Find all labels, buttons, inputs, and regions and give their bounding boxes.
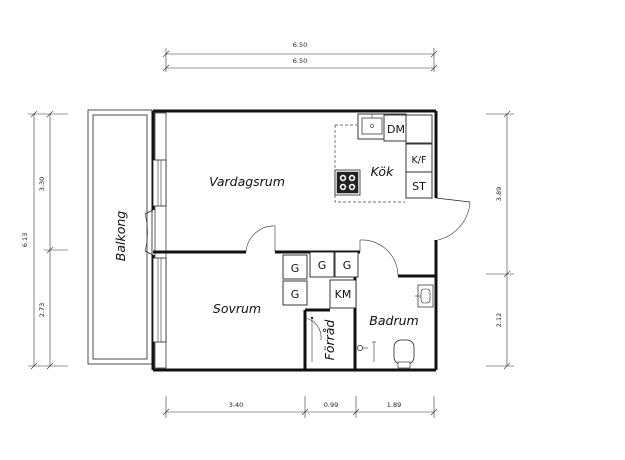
wardrobe-label-3: G	[318, 259, 327, 272]
dim-left-total: 6.13	[21, 233, 29, 247]
dim-bottom-right: 1.89	[387, 401, 401, 409]
room-label-balcony: Balkong	[113, 211, 128, 262]
dim-right-lower: 2.12	[495, 313, 503, 327]
storage-door	[304, 317, 322, 341]
room-label-bathroom: Badrum	[369, 313, 418, 328]
dim-top-inner: 6.50	[293, 57, 307, 65]
wardrobes	[282, 251, 359, 309]
dim-right-upper: 3.89	[495, 187, 503, 201]
fixture-dishwasher-label: DM	[387, 123, 405, 136]
room-label-bedroom: Sovrum	[213, 301, 261, 316]
bathroom-door	[359, 239, 399, 277]
wardrobe-label-2: G	[291, 288, 300, 301]
room-label-storage: Förråd	[322, 320, 337, 361]
entrance-door	[435, 197, 471, 241]
wardrobe-label-1: G	[291, 262, 300, 275]
outer-walls	[151, 109, 438, 372]
kitchen-fixtures	[334, 113, 433, 203]
fixture-fridge-label: K/F	[412, 155, 427, 166]
bedroom-door	[245, 225, 276, 253]
dim-top-outer: 6.50	[293, 41, 307, 49]
dimension-lines	[28, 48, 514, 418]
washing-machine-label: KM	[335, 288, 352, 301]
balcony	[87, 109, 153, 365]
bathroom-fixtures	[310, 284, 434, 369]
dim-left-lower: 2.73	[38, 303, 46, 317]
balcony-door	[144, 209, 154, 256]
windows	[152, 159, 167, 343]
room-label-living-room: Vardagsrum	[209, 174, 285, 189]
room-label-kitchen: Kök	[371, 164, 394, 179]
fixture-st-label: ST	[412, 180, 426, 193]
wardrobe-label-4: G	[343, 259, 352, 272]
dim-left-upper: 3.30	[38, 177, 46, 191]
dim-bottom-mid: 0.99	[324, 401, 338, 409]
dim-bottom-left: 3.40	[229, 401, 243, 409]
